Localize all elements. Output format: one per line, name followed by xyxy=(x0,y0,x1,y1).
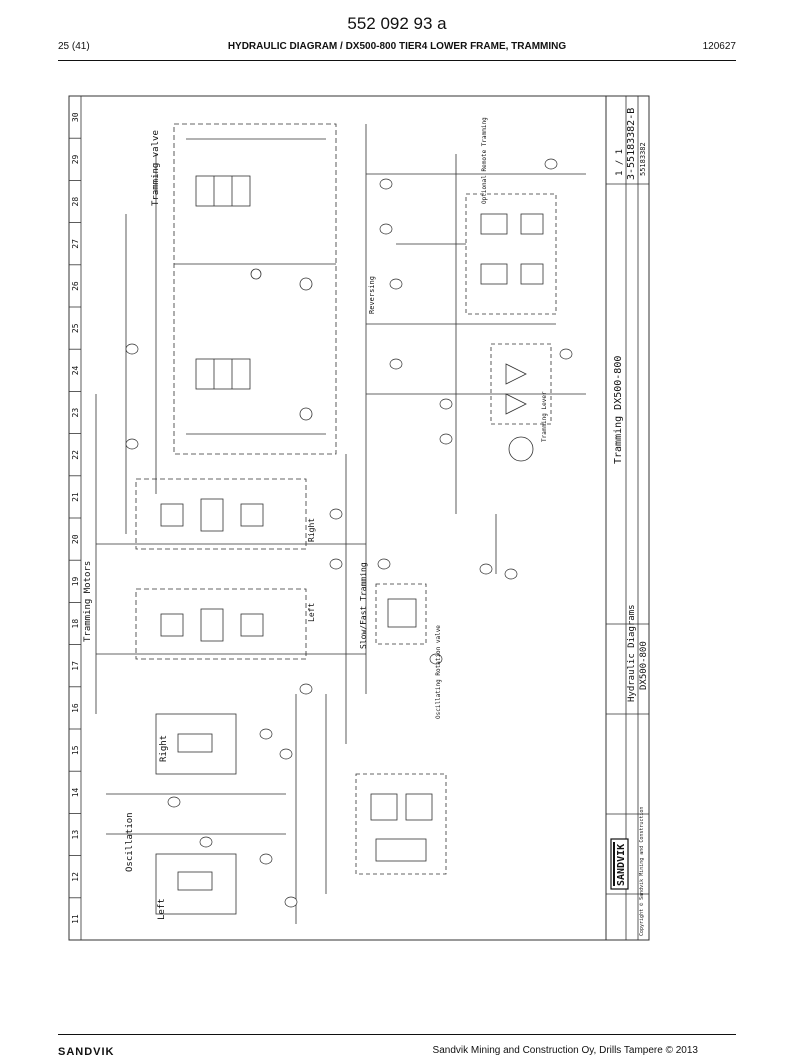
label-slow-fast: Slow/Fast Tramming xyxy=(359,562,368,649)
rotation-valve xyxy=(355,773,447,875)
label-left-motor: Left xyxy=(307,603,316,622)
grid-label: 23 xyxy=(71,408,80,418)
label-right-osc: Right xyxy=(159,735,169,762)
grid-label: 26 xyxy=(71,281,80,291)
grid-label: 21 xyxy=(71,492,80,502)
label-right-motor: Right xyxy=(307,518,316,542)
grid-label: 28 xyxy=(71,197,80,207)
title-brand: SANDVIK xyxy=(616,844,627,886)
grid-label: 29 xyxy=(71,154,80,164)
document-number: 552 092 93 a xyxy=(347,14,447,33)
line-number-bubbles xyxy=(125,158,573,908)
grid-label: 25 xyxy=(71,323,80,333)
label-tramming-lever: Tramming Lever xyxy=(541,391,548,442)
grid-label: 15 xyxy=(71,745,80,755)
label-tramming-motors: Tramming Motors xyxy=(83,561,93,642)
header-rule xyxy=(58,60,736,61)
title-ce-code: 55183382 xyxy=(639,142,647,176)
footer-rule xyxy=(58,1034,736,1035)
connecting-lines xyxy=(95,124,497,924)
grid-label: 22 xyxy=(71,450,80,460)
grid-label: 19 xyxy=(71,576,80,586)
footer-logo: SANDVIK xyxy=(58,1046,115,1058)
tramming-motors-block xyxy=(96,478,366,660)
grid-label: 20 xyxy=(71,534,80,544)
tramming-lever xyxy=(490,343,552,462)
title-copyright: Copyright © Sandvik Mining and Construct… xyxy=(639,807,645,936)
grid-label: 14 xyxy=(71,787,80,797)
footer-text: Sandvik Mining and Construction Oy, Dril… xyxy=(432,1045,698,1056)
label-left-osc: Left xyxy=(157,898,167,920)
grid-label: 12 xyxy=(71,872,80,882)
page-header: 25 (41) HYDRAULIC DIAGRAM / DX500-800 TI… xyxy=(58,41,736,57)
grid-label: 24 xyxy=(71,365,80,375)
grid-label: 11 xyxy=(71,914,80,924)
label-reversing: Reversing xyxy=(368,276,376,314)
grid-label: 16 xyxy=(71,703,80,713)
grid-label: 13 xyxy=(71,830,80,840)
grid-label: 17 xyxy=(71,661,80,671)
grid-labels: 30 29 28 27 26 25 24 23 22 21 20 19 18 17 16 15 14 13 12 11 xyxy=(71,112,80,924)
page-counter: 25 (41) xyxy=(58,41,90,52)
oscillation-block xyxy=(106,713,286,915)
label-rotation-valve: Oscillating Rotation valve xyxy=(435,625,442,719)
grid-label: 27 xyxy=(71,239,80,249)
title-model: DX500-800 xyxy=(639,641,649,690)
slow-fast-valve xyxy=(375,583,427,645)
grid-label: 18 xyxy=(71,619,80,629)
grid-ticks xyxy=(69,137,81,941)
title-sheet: 1 / 1 xyxy=(615,149,625,176)
title-diagram-name: Hydraulic Diagrams xyxy=(627,604,637,702)
label-oscillation: Oscillation xyxy=(125,812,135,872)
label-tramming-valve: Tramming valve xyxy=(151,130,161,206)
grid-label: 30 xyxy=(71,112,80,122)
title-system: Tramming DX500-800 xyxy=(613,356,624,464)
label-optional-remote: Optional Remote Tramming xyxy=(481,117,488,204)
title-block xyxy=(605,96,649,940)
tramming-valve-block xyxy=(125,123,337,534)
diagram-svg: 30 29 28 27 26 25 24 23 22 21 20 19 18 17 16 15 14 13 12 11 xyxy=(68,95,650,941)
page-title: HYDRAULIC DIAGRAM / DX500-800 TIER4 LOWE… xyxy=(227,41,567,52)
date-code: 120627 xyxy=(702,41,736,52)
reversing-block xyxy=(366,173,586,395)
hydraulic-diagram-sheet: 30 29 28 27 26 25 24 23 22 21 20 19 18 17 16 15 14 13 12 11 xyxy=(66,94,652,942)
title-drawing-number: 3-55183382-B xyxy=(626,108,637,180)
